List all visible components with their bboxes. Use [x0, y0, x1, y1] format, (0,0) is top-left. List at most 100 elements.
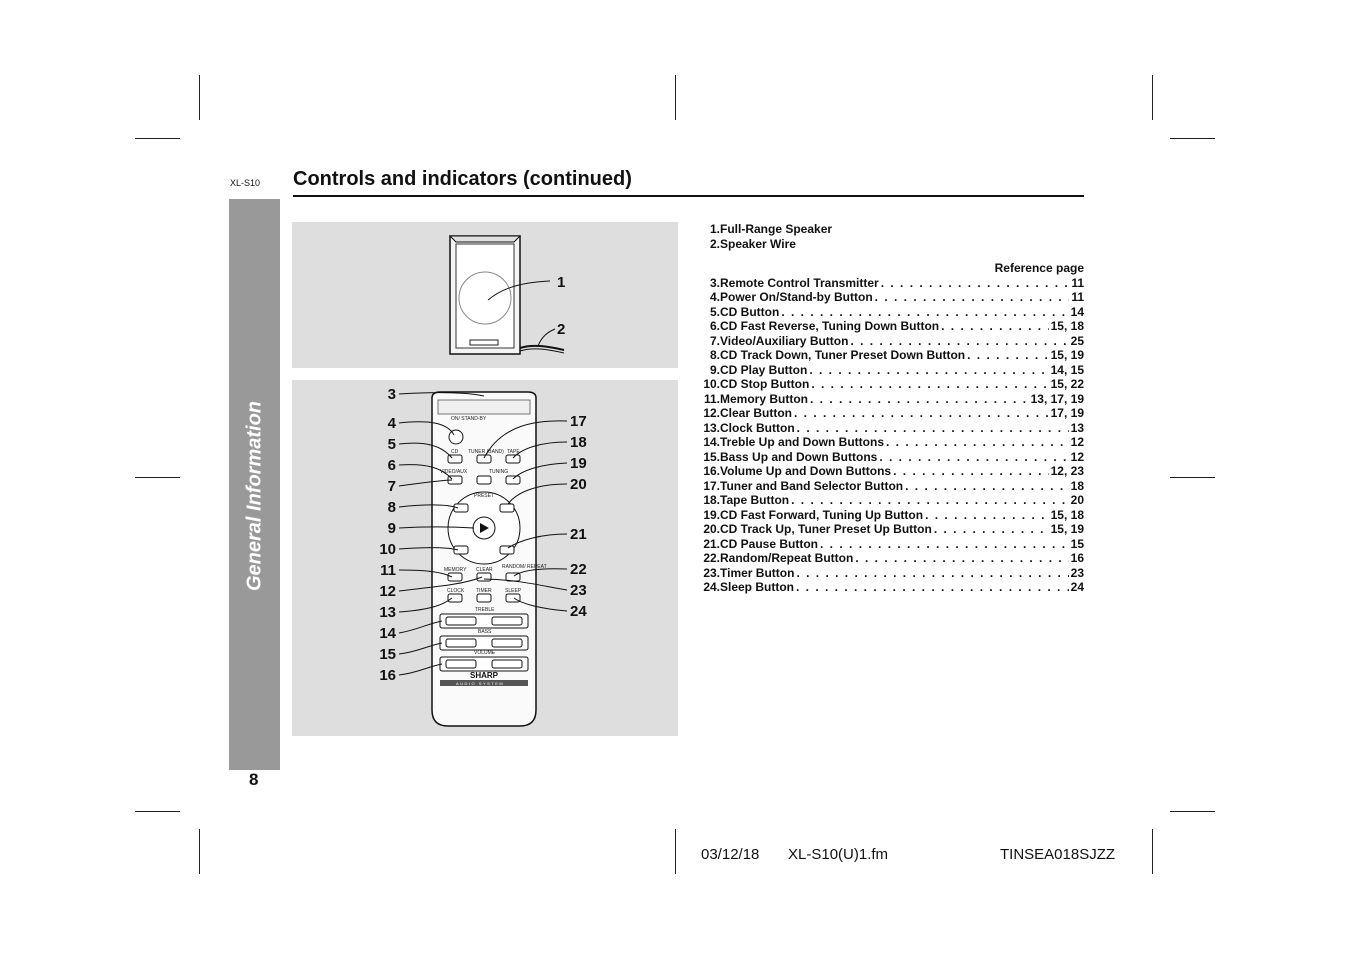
remote-figure: ON/ STAND-BY CD TUNER (BAND) TAPE VIDEO/…	[292, 380, 678, 736]
right-callouts: 17 18 19 20 21 22 23 24	[570, 413, 587, 620]
left-leader-lines	[398, 392, 485, 676]
callout-label: 13	[379, 604, 396, 621]
model-tag: XL-S10	[230, 178, 261, 188]
parts-list-item: 24.Sleep Button24	[699, 580, 1084, 595]
section-label: General Information	[243, 400, 265, 591]
page-number: 8	[249, 770, 259, 789]
title-rule	[293, 195, 1084, 197]
crop-mark	[675, 75, 676, 120]
clear-label: CLEAR	[476, 567, 493, 573]
item-reference-page: 12, 23	[1050, 464, 1084, 478]
item-number: 22.	[703, 551, 720, 565]
callout-label: 14	[379, 625, 396, 642]
treble-up-button	[491, 616, 523, 626]
callout-label: 4	[388, 415, 397, 432]
item-label: Tape Button	[720, 493, 790, 507]
item-number: 15.	[703, 449, 720, 464]
callout-label: 23	[570, 582, 587, 599]
parts-list-item: 19.CD Fast Forward, Tuning Up Button15, …	[699, 508, 1084, 523]
item-reference-page: 24	[1070, 580, 1084, 594]
dot-leader	[781, 305, 1068, 320]
item-label: CD Fast Forward, Tuning Up Button	[720, 507, 924, 522]
stop-button	[453, 545, 469, 555]
item-label: Power On/Stand-by Button	[720, 290, 873, 304]
bass-up-button	[491, 638, 523, 648]
callout-label: 9	[388, 520, 396, 537]
parts-list-item: 18.Tape Button20	[699, 493, 1084, 508]
parts-list-item: 17.Tuner and Band Selector Button18	[699, 479, 1084, 494]
dot-leader	[925, 508, 1049, 523]
crop-mark	[135, 138, 180, 139]
item-reference-page: 15, 18	[1050, 319, 1084, 333]
parts-list-item: 20.CD Track Up, Tuner Preset Up Button15…	[699, 522, 1084, 537]
item-number: 23.	[703, 565, 720, 580]
power-button	[448, 429, 464, 445]
item-number: 3.	[709, 275, 720, 290]
item-number: 1.	[709, 222, 720, 236]
callout-label: 17	[570, 413, 587, 430]
crop-mark	[675, 829, 676, 874]
bass-label: BASS	[478, 629, 492, 635]
cd-label: CD	[451, 449, 459, 455]
item-label: Full-Range Speaker	[720, 222, 833, 236]
section-side-tab: General Information	[229, 199, 280, 770]
right-leader-lines	[483, 420, 568, 612]
clock-button	[447, 593, 463, 603]
callout-label: 20	[570, 476, 587, 493]
dot-leader	[967, 348, 1048, 363]
item-reference-page: 11	[1071, 290, 1084, 304]
tuning-label: TUNING	[489, 469, 508, 475]
callout-label: 24	[570, 603, 587, 620]
item-label: Clear Button	[720, 406, 792, 420]
item-reference-page: 14	[1070, 304, 1084, 319]
callout-label: 22	[570, 561, 587, 578]
fast-forward-button	[505, 475, 521, 485]
crop-mark	[199, 75, 200, 120]
volume-down-button	[445, 659, 477, 669]
item-label: CD Fast Reverse, Tuning Down Button	[720, 319, 940, 333]
parts-list-item: 3.Remote Control Transmitter11	[699, 276, 1084, 291]
tape-label: TAPE	[507, 449, 520, 455]
item-reference-page: 15, 19	[1050, 522, 1084, 536]
parts-list-item: 12.Clear Button17, 19	[699, 406, 1084, 421]
parts-list-item: 6.CD Fast Reverse, Tuning Down Button 15,…	[699, 319, 1084, 334]
crop-mark	[199, 829, 200, 874]
footer-file: XL-S10(U)1.fm	[788, 846, 889, 863]
clear-button	[476, 572, 492, 582]
callout-label: 3	[388, 386, 396, 403]
item-label: CD Pause Button	[720, 536, 819, 551]
dot-leader	[905, 479, 1069, 494]
callout-label: 15	[379, 646, 396, 663]
parts-list-item: 1.Full-Range Speaker	[699, 222, 1084, 237]
dot-leader	[934, 522, 1049, 537]
item-reference-page: 13	[1070, 420, 1084, 435]
volume-label: VOLUME	[474, 650, 496, 656]
parts-list-item: 7.Video/Auxiliary Button25	[699, 334, 1084, 349]
callout-label: 2	[557, 321, 565, 338]
item-number: 6.	[709, 319, 720, 333]
item-reference-page: 14, 15	[1050, 362, 1084, 377]
speaker-callout-2: 2	[537, 321, 565, 347]
item-number: 24.	[703, 580, 720, 594]
dot-leader	[850, 334, 1068, 349]
item-number: 21.	[703, 536, 720, 551]
item-label: Speaker Wire	[720, 236, 796, 251]
item-reference-page: 15, 18	[1050, 507, 1084, 522]
crop-mark	[1170, 477, 1215, 478]
parts-list-item: 22.Random/Repeat Button16	[699, 551, 1084, 566]
dot-leader	[794, 406, 1049, 421]
memory-label: MEMORY	[444, 567, 467, 573]
callout-label: 21	[570, 526, 587, 543]
crop-mark	[135, 477, 180, 478]
dot-leader	[820, 537, 1069, 552]
dot-leader	[797, 421, 1069, 436]
item-label: CD Button	[720, 304, 780, 319]
random-label: RANDOM/ REPEAT	[502, 564, 547, 570]
item-number: 14.	[703, 435, 720, 449]
item-label: Volume Up and Down Buttons	[720, 464, 892, 478]
left-callouts: 3 4 5 6 7 8 9 10 11 12 13 14 15 16	[379, 386, 396, 684]
item-reference-page: 12	[1070, 449, 1084, 464]
track-down-button	[453, 503, 469, 513]
item-reference-page: 15	[1070, 536, 1084, 551]
